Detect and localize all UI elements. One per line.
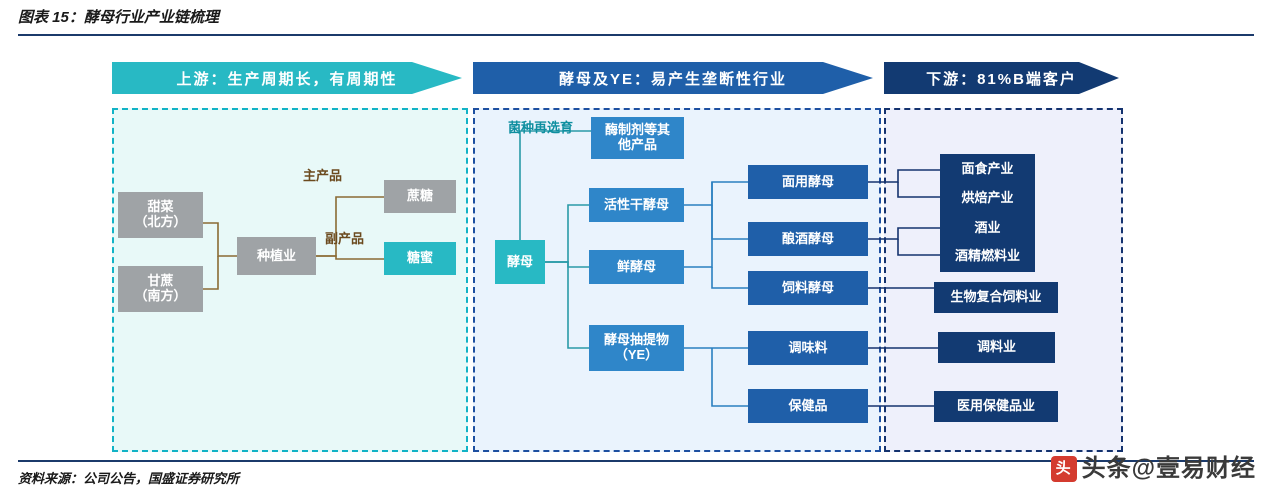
banner-midstream: 酵母及YE：易产生垄断性行业 bbox=[473, 62, 873, 94]
node-planting-industry-label: 种植业 bbox=[256, 247, 296, 263]
node-yeast-label: 酵母 bbox=[506, 253, 533, 269]
node-medical-health-products-industry-label: 医用保健品业 bbox=[956, 398, 1035, 414]
node-yeast-extract: 酵母抽提物 （YE） bbox=[589, 325, 684, 371]
node-brewing-yeast-label: 酿酒酵母 bbox=[781, 230, 834, 246]
banner-upstream: 上游：生产周期长，有周期性 bbox=[112, 62, 462, 94]
banner-downstream-arrowhead bbox=[1079, 62, 1119, 94]
node-molasses: 糖蜜 bbox=[384, 242, 456, 275]
node-enzyme-inhibitors-others: 酶制剂等其 他产品 bbox=[591, 117, 684, 159]
node-sugar-beet-north: 甜菜 （北方） bbox=[118, 192, 203, 238]
node-health-products: 保健品 bbox=[748, 389, 868, 423]
node-liquor-industry: 酒业 bbox=[940, 213, 1035, 244]
node-sugarcane-south-label: 甘蔗 （南方） bbox=[134, 273, 187, 303]
node-fresh-yeast: 鲜酵母 bbox=[589, 250, 684, 284]
node-bio-compound-feed-industry: 生物复合饲料业 bbox=[934, 282, 1058, 313]
node-seasoning-industry-label: 调料业 bbox=[976, 339, 1016, 355]
node-feed-yeast: 饲料酵母 bbox=[748, 271, 868, 305]
node-alcohol-fuel-industry: 酒精燃料业 bbox=[940, 241, 1035, 272]
node-medical-health-products-industry: 医用保健品业 bbox=[934, 391, 1058, 422]
banner-midstream-arrowhead bbox=[823, 62, 873, 94]
label-strain-reselection: 菌种再选育 bbox=[508, 120, 574, 135]
node-feed-yeast-label: 饲料酵母 bbox=[781, 279, 834, 295]
source-note: 资料来源：公司公告，国盛证券研究所 bbox=[18, 471, 240, 486]
banner-upstream-arrowhead bbox=[412, 62, 462, 94]
watermark-text: 头条@壹易财经 bbox=[1081, 455, 1256, 482]
watermark-logo-icon: 头 bbox=[1050, 456, 1077, 482]
node-health-products-label: 保健品 bbox=[788, 397, 828, 413]
watermark: 头头条@壹易财经 bbox=[1050, 448, 1256, 483]
node-pasta-industry: 面食产业 bbox=[940, 154, 1035, 185]
node-active-dry-yeast: 活性干酵母 bbox=[589, 188, 684, 222]
node-sugar-beet-north-label: 甜菜 （北方） bbox=[134, 199, 187, 229]
banner-upstream-body bbox=[112, 62, 412, 94]
label-by-product: 副产品 bbox=[325, 231, 365, 246]
node-sugarcane-south: 甘蔗 （南方） bbox=[118, 266, 203, 312]
node-seasoning-label: 调味料 bbox=[788, 339, 828, 355]
banner-midstream-label: 酵母及YE：易产生垄断性行业 bbox=[558, 70, 787, 88]
node-planting-industry: 种植业 bbox=[237, 237, 316, 275]
node-seasoning-industry: 调料业 bbox=[938, 332, 1055, 363]
node-pasta-industry-label: 面食产业 bbox=[961, 161, 1014, 177]
node-brewing-yeast: 酿酒酵母 bbox=[748, 222, 868, 256]
node-bread-yeast-label: 面用酵母 bbox=[781, 173, 834, 189]
banner-downstream: 下游：81%B端客户 bbox=[884, 62, 1119, 94]
banner-upstream-label: 上游：生产周期长，有周期性 bbox=[176, 70, 398, 88]
footer-bar: 资料来源：公司公告，国盛证券研究所 bbox=[18, 460, 1254, 490]
node-bread-yeast: 面用酵母 bbox=[748, 165, 868, 199]
node-bio-compound-feed-industry-label: 生物复合饲料业 bbox=[950, 289, 1042, 305]
node-active-dry-yeast-label: 活性干酵母 bbox=[603, 196, 669, 212]
node-yeast: 酵母 bbox=[495, 240, 545, 284]
node-alcohol-fuel-industry-label: 酒精燃料业 bbox=[954, 248, 1020, 264]
node-cane-sugar: 蔗糖 bbox=[384, 180, 456, 213]
banner-midstream-body bbox=[473, 62, 823, 94]
node-seasoning: 调味料 bbox=[748, 331, 868, 365]
label-main-product: 主产品 bbox=[303, 168, 343, 183]
banner-downstream-body bbox=[884, 62, 1079, 94]
node-molasses-label: 糖蜜 bbox=[406, 250, 433, 266]
node-yeast-extract-label: 酵母抽提物 （YE） bbox=[603, 332, 669, 362]
banner-downstream-label: 下游：81%B端客户 bbox=[926, 70, 1077, 88]
title-bar: 图表 15：酵母行业产业链梳理 bbox=[18, 4, 1254, 36]
node-liquor-industry-label: 酒业 bbox=[974, 220, 1001, 236]
node-baking-industry: 烘焙产业 bbox=[940, 183, 1035, 214]
node-fresh-yeast-label: 鲜酵母 bbox=[616, 258, 656, 274]
node-cane-sugar-label: 蔗糖 bbox=[406, 188, 433, 204]
node-baking-industry-label: 烘焙产业 bbox=[961, 190, 1014, 206]
page-title: 图表 15：酵母行业产业链梳理 bbox=[18, 9, 219, 26]
node-enzyme-inhibitors-others-label: 酶制剂等其 他产品 bbox=[604, 122, 670, 152]
